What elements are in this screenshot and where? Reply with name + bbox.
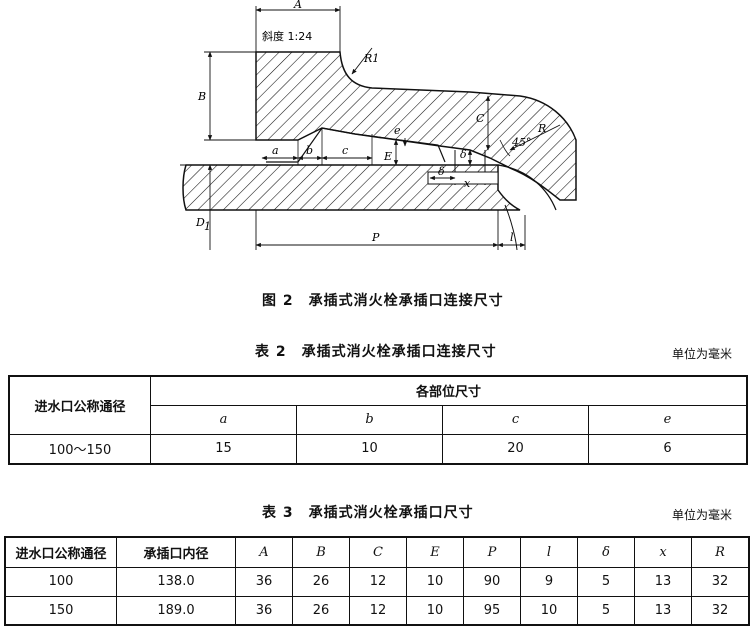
slope-label: 斜度 1:24 xyxy=(262,29,312,43)
table3-h-x: x xyxy=(634,536,692,568)
dim-R1-label: R1 xyxy=(363,52,379,65)
table2-cell-b: 10 xyxy=(296,433,443,465)
table2: 进水口公称通径 各部位尺寸 a b c e 100～150 15 10 20 6 xyxy=(8,375,748,465)
table3-cell: 10 xyxy=(406,595,464,626)
table3-cell: 10 xyxy=(520,595,578,626)
dim-D1-label: D xyxy=(195,216,205,229)
table3-cell: 100 xyxy=(4,566,117,597)
table2-col-b: b xyxy=(296,404,443,435)
table3-cell: 10 xyxy=(406,566,464,597)
table3-cell: 12 xyxy=(349,595,407,626)
table2-cell-dn: 100～150 xyxy=(8,433,151,465)
table3-cell: 32 xyxy=(691,595,750,626)
table3-h-C: C xyxy=(349,536,407,568)
table3-cell: 90 xyxy=(463,566,521,597)
dim-D1-sub: 1 xyxy=(204,220,211,233)
table2-group-header: 各部位尺寸 xyxy=(150,375,748,406)
table3: 进水口公称通径 承插口内径 A B C E P l δ x R 100 138.… xyxy=(4,536,750,626)
table3-cell: 26 xyxy=(292,566,350,597)
table2-cell-c: 20 xyxy=(442,433,589,465)
dim-E-label: E xyxy=(383,150,392,163)
dim-C-label: C xyxy=(476,112,485,125)
dim-P-label: P xyxy=(371,231,380,244)
table-row: 100～150 15 10 20 6 xyxy=(8,433,748,465)
table3-caption: 表 3 承插式消火栓承插口尺寸 xyxy=(262,505,474,521)
table3-cell: 36 xyxy=(235,595,293,626)
table3-cell: 13 xyxy=(634,566,692,597)
dim-R-label: R xyxy=(537,122,546,135)
table3-unit: 单位为毫米 xyxy=(672,508,733,522)
table3-h-dn: 进水口公称通径 xyxy=(4,536,117,568)
dim-l-label: l xyxy=(510,231,514,244)
socket-connection-drawing: A B D 1 P l a b c E e C δ δ x R R1 45° 斜… xyxy=(180,0,577,251)
table3-cell: 138.0 xyxy=(116,566,236,597)
dim-e-label: e xyxy=(394,124,401,137)
angle-label: 45° xyxy=(511,136,532,149)
table3-cell: 26 xyxy=(292,595,350,626)
dim-delta2-label: δ xyxy=(438,165,445,178)
table3-cell: 12 xyxy=(349,566,407,597)
table3-cell: 95 xyxy=(463,595,521,626)
dim-x-label: x xyxy=(464,177,471,190)
table3-h-delta: δ xyxy=(577,536,635,568)
dim-b-label: b xyxy=(306,144,313,157)
socket-body xyxy=(255,51,577,201)
dim-delta-label: δ xyxy=(460,148,467,161)
table2-unit: 单位为毫米 xyxy=(672,347,733,361)
table3-cell: 189.0 xyxy=(116,595,236,626)
dim-c-label: c xyxy=(342,144,348,157)
table3-h-R: R xyxy=(691,536,750,568)
table3-cell: 13 xyxy=(634,595,692,626)
table3-h-l: l xyxy=(520,536,578,568)
table-row: 100 138.0 36 26 12 10 90 9 5 13 32 xyxy=(4,566,750,597)
table2-cell-a: 15 xyxy=(150,433,297,465)
table2-col-c: c xyxy=(442,404,589,435)
table2-col-e: e xyxy=(588,404,748,435)
table3-cell: 36 xyxy=(235,566,293,597)
table3-cell: 32 xyxy=(691,566,750,597)
table2-row-header: 进水口公称通径 xyxy=(8,375,151,435)
table3-cell: 150 xyxy=(4,595,117,626)
table-row: 150 189.0 36 26 12 10 95 10 5 13 32 xyxy=(4,595,750,626)
figure-caption: 图 2 承插式消火栓承插口连接尺寸 xyxy=(262,293,504,309)
table3-h-E: E xyxy=(406,536,464,568)
table2-caption: 表 2 承插式消火栓承插口连接尺寸 xyxy=(255,344,497,360)
dim-B-label: B xyxy=(197,90,206,103)
table3-h-inner-diameter: 承插口内径 xyxy=(116,536,236,568)
table3-cell: 5 xyxy=(577,566,635,597)
dim-a-label: a xyxy=(272,144,279,157)
table3-cell: 9 xyxy=(520,566,578,597)
table3-h-A: A xyxy=(235,536,293,568)
table2-col-a: a xyxy=(150,404,297,435)
table3-cell: 5 xyxy=(577,595,635,626)
table3-h-B: B xyxy=(292,536,350,568)
dim-A-label: A xyxy=(293,0,302,11)
table3-h-P: P xyxy=(463,536,521,568)
table2-cell-e: 6 xyxy=(588,433,748,465)
